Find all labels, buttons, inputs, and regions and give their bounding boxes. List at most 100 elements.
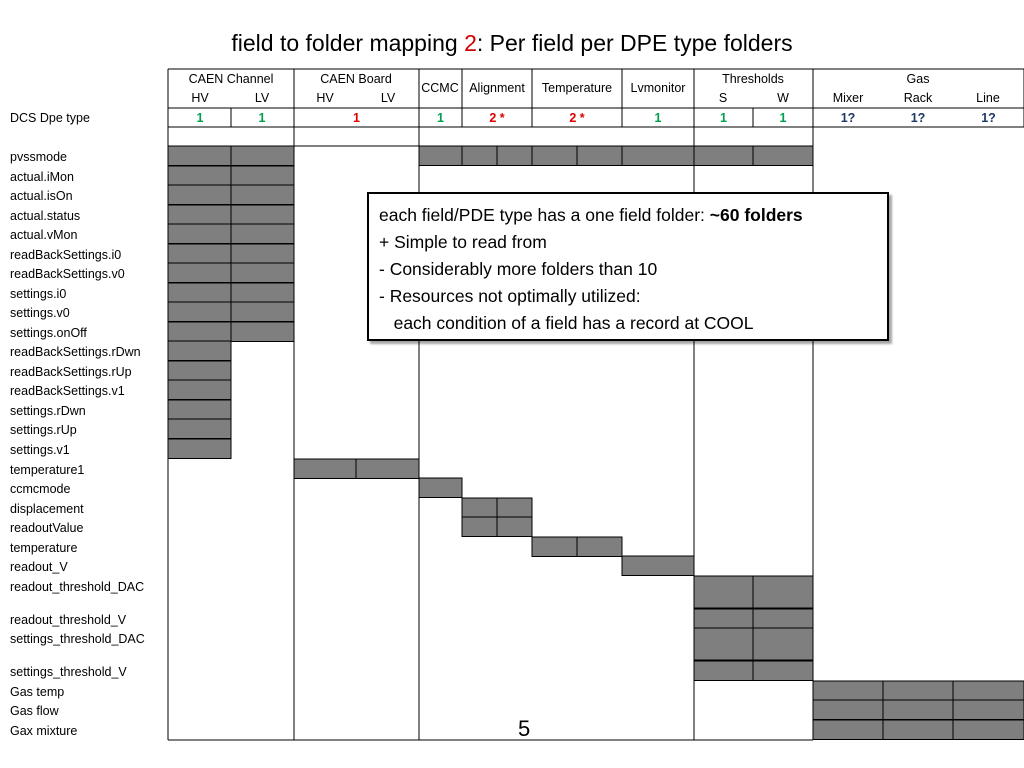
filled-cell-47 xyxy=(752,608,814,629)
row-label-4: actual.vMon xyxy=(10,228,77,242)
title-prefix: field to folder mapping xyxy=(231,30,465,56)
header-alignment: Alignment xyxy=(469,81,525,95)
dpe-count-11: 1? xyxy=(981,111,996,125)
dpe-count-1: 1 xyxy=(259,111,266,125)
note-line-3: - Considerably more folders than 10 xyxy=(379,259,658,279)
header-ccmc: CCMC xyxy=(421,81,459,95)
row-label-10: readBackSettings.rDwn xyxy=(10,345,141,359)
row-label-8: settings.v0 xyxy=(10,306,70,320)
row-label-24: settings_threshold_DAC xyxy=(10,632,145,646)
dpe-count-8: 1 xyxy=(780,111,787,125)
filled-cell-42 xyxy=(576,536,623,557)
header-gas: Gas xyxy=(907,72,930,86)
row-label-20: temperature xyxy=(10,541,77,555)
header-lvmonitor: Lvmonitor xyxy=(631,81,686,95)
row-label-12: readBackSettings.v1 xyxy=(10,384,125,398)
row-label-13: settings.rDwn xyxy=(10,404,86,418)
note-box: each field/PDE type has a one field fold… xyxy=(367,192,889,341)
filled-cell-25 xyxy=(167,438,232,459)
filled-cell-32 xyxy=(693,145,754,166)
note-line-1: each field/PDE type has a one field fold… xyxy=(379,202,877,229)
filled-cell-5 xyxy=(230,184,295,205)
header-gas-rack: Rack xyxy=(904,91,933,105)
filled-cell-58 xyxy=(812,719,884,740)
filled-cell-36 xyxy=(418,477,463,498)
filled-cell-35 xyxy=(355,458,420,479)
filled-cell-55 xyxy=(812,699,884,720)
filled-cell-40 xyxy=(496,516,533,537)
row-label-25: settings_threshold_V xyxy=(10,665,127,679)
header-gas-mixer: Mixer xyxy=(833,91,864,105)
filled-cell-22 xyxy=(167,379,232,400)
filled-cell-57 xyxy=(952,699,1024,720)
dpe-count-0: 1 xyxy=(197,111,204,125)
row-label-7: settings.i0 xyxy=(10,287,66,301)
title-number: 2 xyxy=(464,30,477,56)
filled-cell-14 xyxy=(167,282,232,303)
row-label-26: Gas temp xyxy=(10,685,64,699)
note-line-1-text: each field/PDE type has a one field fold… xyxy=(379,205,710,225)
filled-cell-33 xyxy=(752,145,814,166)
header-board-hv: HV xyxy=(316,91,334,105)
header-board-lv: LV xyxy=(381,91,396,105)
row-label-5: readBackSettings.i0 xyxy=(10,248,121,262)
header-temperature: Temperature xyxy=(542,81,612,95)
dpe-count-5: 2 * xyxy=(569,111,584,125)
filled-cell-60 xyxy=(952,719,1024,740)
filled-cell-16 xyxy=(167,301,232,322)
header-caen-channel: CAEN Channel xyxy=(189,72,274,86)
header-lv: LV xyxy=(255,91,270,105)
row-label-6: readBackSettings.v0 xyxy=(10,267,125,281)
filled-cell-46 xyxy=(693,608,754,629)
filled-cell-29 xyxy=(531,145,578,166)
row-label-28: Gax mixture xyxy=(10,724,77,738)
filled-cell-15 xyxy=(230,282,295,303)
row-label-16: temperature1 xyxy=(10,463,84,477)
title-suffix: : Per field per DPE type folders xyxy=(476,30,793,56)
filled-cell-18 xyxy=(167,321,232,342)
filled-cell-49 xyxy=(752,627,814,661)
filled-cell-17 xyxy=(230,301,295,322)
filled-cell-43 xyxy=(621,555,695,576)
filled-cell-59 xyxy=(882,719,954,740)
filled-cell-34 xyxy=(293,458,357,479)
row-label-0: pvssmode xyxy=(10,150,67,164)
filled-cell-30 xyxy=(576,145,623,166)
header-thresholds: Thresholds xyxy=(722,72,784,86)
filled-cell-27 xyxy=(461,145,498,166)
filled-cell-13 xyxy=(230,262,295,283)
filled-cell-4 xyxy=(167,184,232,205)
row-label-22: readout_threshold_DAC xyxy=(10,580,144,594)
filled-cell-45 xyxy=(752,575,814,609)
filled-cell-53 xyxy=(882,680,954,701)
filled-cell-28 xyxy=(496,145,533,166)
dpe-count-6: 1 xyxy=(655,111,662,125)
filled-cell-41 xyxy=(531,536,578,557)
filled-cell-51 xyxy=(752,660,814,681)
filled-cell-21 xyxy=(167,360,232,381)
note-line-2: + Simple to read from xyxy=(379,232,547,252)
filled-cell-12 xyxy=(167,262,232,283)
row-label-3: actual.status xyxy=(10,209,80,223)
filled-cell-26 xyxy=(418,145,463,166)
slide-title: field to folder mapping 2: Per field per… xyxy=(0,30,1024,57)
row-label-18: displacement xyxy=(10,502,84,516)
header-gas-line: Line xyxy=(976,91,1000,105)
filled-cell-48 xyxy=(693,627,754,661)
note-line-4: - Resources not optimally utilized: xyxy=(379,286,641,306)
filled-cell-44 xyxy=(693,575,754,609)
page-number: 5 xyxy=(518,716,531,741)
dpe-count-4: 2 * xyxy=(489,111,504,125)
filled-cell-24 xyxy=(167,418,232,439)
filled-cell-11 xyxy=(230,243,295,264)
filled-cell-52 xyxy=(812,680,884,701)
row-label-21: readout_V xyxy=(10,560,68,574)
dpe-count-2: 1 xyxy=(353,111,360,125)
filled-cell-54 xyxy=(952,680,1024,701)
header-caen-board: CAEN Board xyxy=(320,72,392,86)
filled-cell-39 xyxy=(461,516,498,537)
dpe-count-10: 1? xyxy=(911,111,926,125)
filled-cell-10 xyxy=(167,243,232,264)
filled-cell-2 xyxy=(167,165,232,186)
